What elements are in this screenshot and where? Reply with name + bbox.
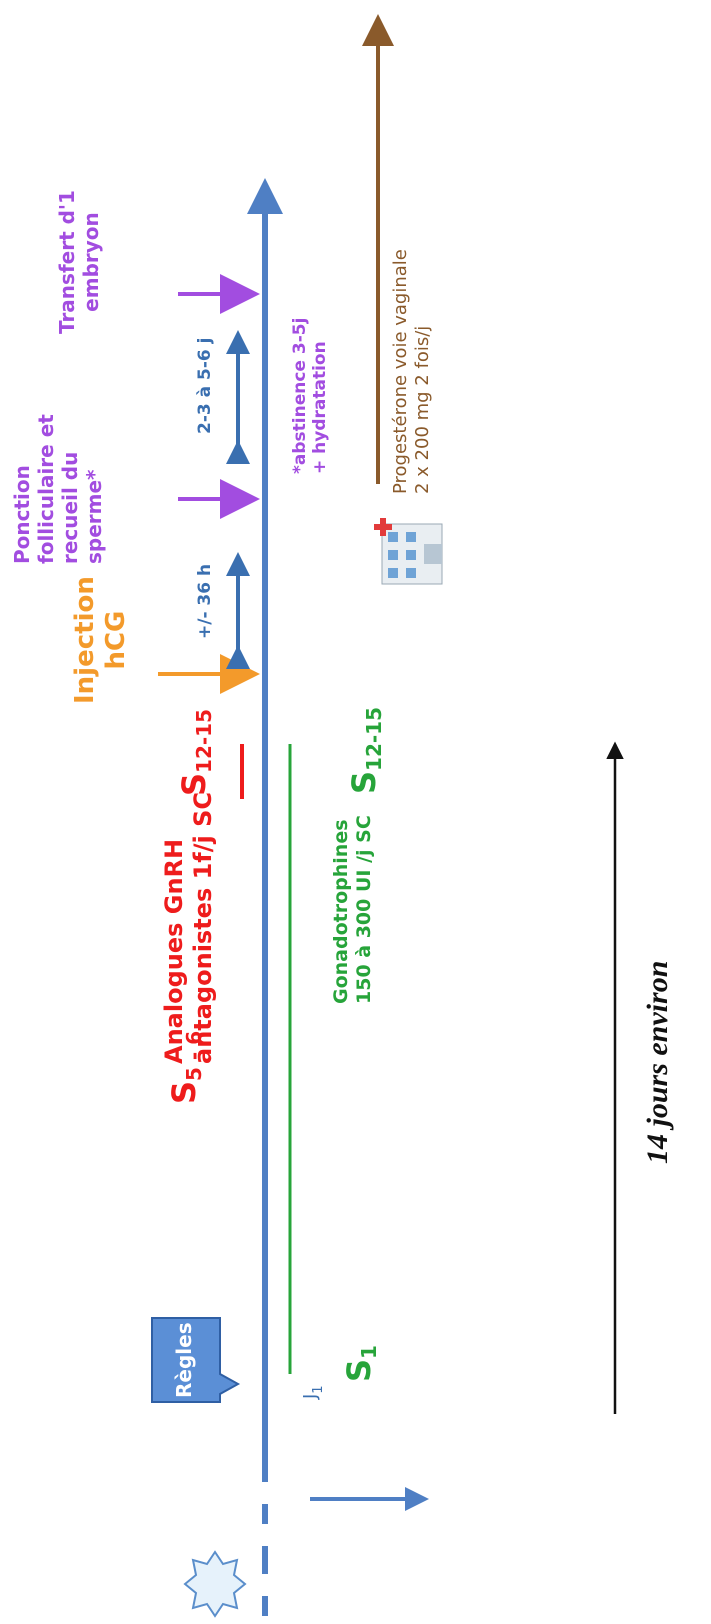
s-start-green: S1	[340, 1345, 381, 1382]
ponction-label: Ponction folliculaire et recueil du sper…	[10, 414, 106, 564]
interval2-label: 2-3 à 5-6 j	[195, 337, 215, 434]
hospital-icon	[374, 518, 443, 585]
regles-label: Règles	[172, 1322, 196, 1398]
j1-label: J1	[300, 1385, 326, 1399]
s-start-red: S5 - 6	[165, 1030, 206, 1104]
interval1-label: +/- 36 h	[195, 563, 215, 639]
s-end-green: S12-15	[345, 706, 386, 794]
s-end-red: S12-15	[175, 708, 216, 796]
duration-label: 14 jours environ	[641, 960, 674, 1164]
star-burst-icon	[183, 1550, 247, 1618]
abstinence-label: *abstinence 3-5j+ hydratation	[290, 317, 331, 474]
regles-callout	[151, 1317, 241, 1403]
